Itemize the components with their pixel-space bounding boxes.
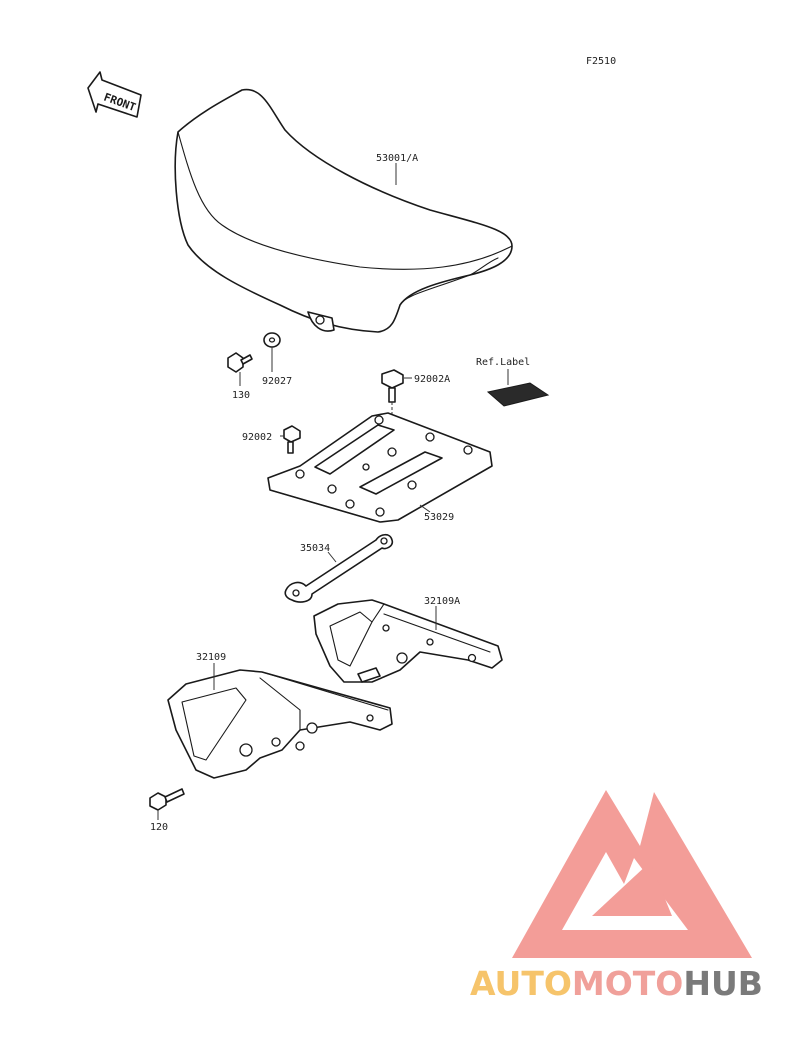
washer-drawing <box>263 332 281 348</box>
bracket-right-drawing <box>313 599 503 683</box>
label-seat: 53001/A <box>376 153 418 164</box>
label-bolt-130: 130 <box>232 390 250 401</box>
front-direction-arrow-icon: FRONT <box>87 71 142 118</box>
svg-text:AUTOMOTOHUB: AUTOMOTOHUB <box>470 964 763 1003</box>
label-washer: 92027 <box>262 376 292 387</box>
label-seat-bracket-plate: 53029 <box>424 512 454 523</box>
seat-drawing <box>174 88 513 333</box>
bolt-92002-drawing <box>283 425 301 454</box>
seat-bracket-plate-drawing <box>267 412 493 523</box>
label-strap: 35034 <box>300 543 330 554</box>
watermark-auto: AUTO <box>470 964 572 1003</box>
figure-code: F2510 <box>586 56 616 67</box>
bolt-130-drawing <box>227 352 253 373</box>
watermark-hub: HUB <box>683 964 763 1003</box>
ref-label-sticker <box>486 382 550 407</box>
watermark-moto: MOTO <box>572 964 683 1003</box>
label-bracket-right: 32109A <box>424 596 460 607</box>
label-bolt-120: 120 <box>150 822 168 833</box>
bolt-92002a-drawing <box>381 369 404 403</box>
label-bolt-92002a: 92002A <box>414 374 450 385</box>
strap-drawing <box>284 533 394 603</box>
label-bolt-92002: 92002 <box>242 432 272 443</box>
label-ref-label: Ref.Label <box>476 357 530 368</box>
automotohub-triangle-logo <box>512 790 752 958</box>
bracket-left-drawing <box>167 669 393 779</box>
label-bracket-left: 32109 <box>196 652 226 663</box>
bolt-120-drawing <box>149 788 185 811</box>
